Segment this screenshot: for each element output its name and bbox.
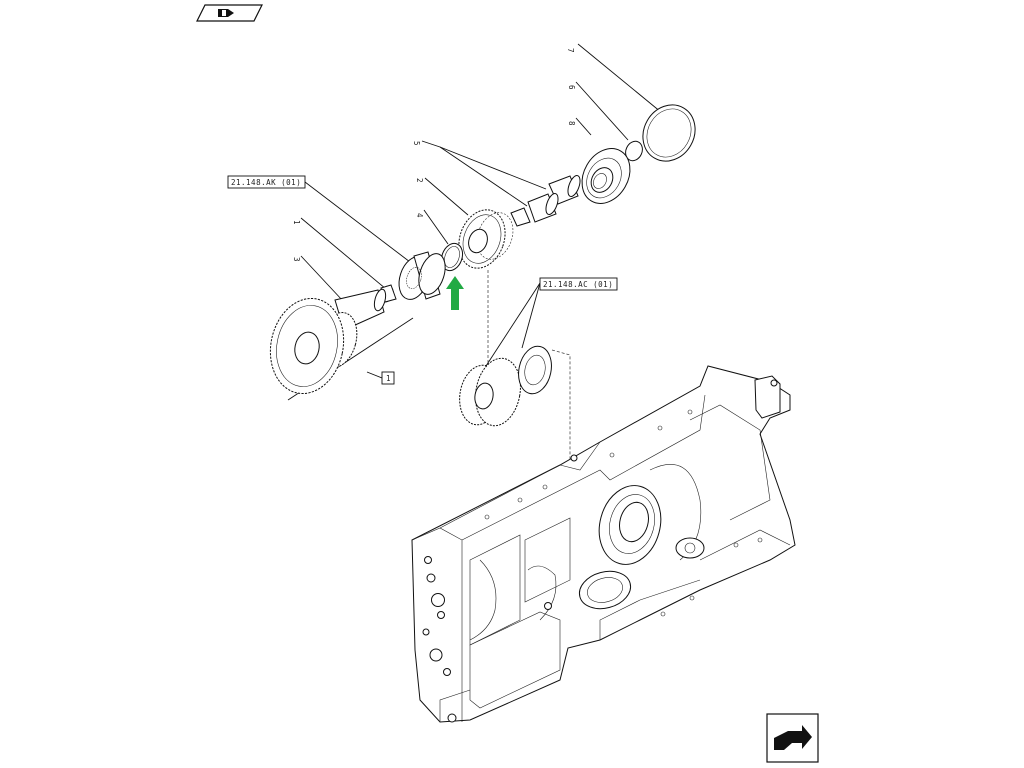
gear-part [458, 209, 514, 269]
hub-part [398, 251, 446, 300]
callout-box-1: 1 [381, 371, 395, 385]
callout-6: 6 [567, 85, 576, 90]
ring-part [440, 242, 464, 272]
highlight-arrow-icon [446, 276, 464, 310]
bearing-part [581, 148, 631, 204]
lower-gear-part [459, 357, 521, 427]
circlip-part [642, 104, 696, 162]
callout-4: 4 [415, 213, 424, 218]
callout-3: 3 [292, 257, 301, 262]
pin-part [510, 207, 531, 227]
callout-1: 1 [292, 220, 301, 225]
reference-ak[interactable]: 21.148.AK (01) [227, 175, 306, 189]
callout-2: 2 [415, 178, 424, 183]
callout-8: 8 [567, 121, 576, 126]
reference-ac[interactable]: 21.148.AC (01) [539, 277, 618, 291]
shaft-gear-part [269, 288, 387, 395]
synchro-ring-part [518, 345, 552, 395]
bushing-part [527, 175, 581, 223]
transmission-housing [411, 365, 796, 723]
book-nav-icon[interactable] [196, 4, 263, 22]
callout-5: 5 [412, 141, 421, 146]
next-page-arrow-icon[interactable] [766, 713, 819, 763]
callout-7: 7 [566, 48, 575, 53]
reference-ac-label: 21.148.AC (01) [543, 280, 613, 289]
snap-ring-part [625, 140, 643, 162]
reference-ak-label: 21.148.AK (01) [231, 178, 301, 187]
callout-labels: 7 6 8 5 2 4 1 3 [292, 48, 576, 262]
callout-box-1-label: 1 [386, 374, 391, 383]
leader-lines [287, 43, 668, 401]
